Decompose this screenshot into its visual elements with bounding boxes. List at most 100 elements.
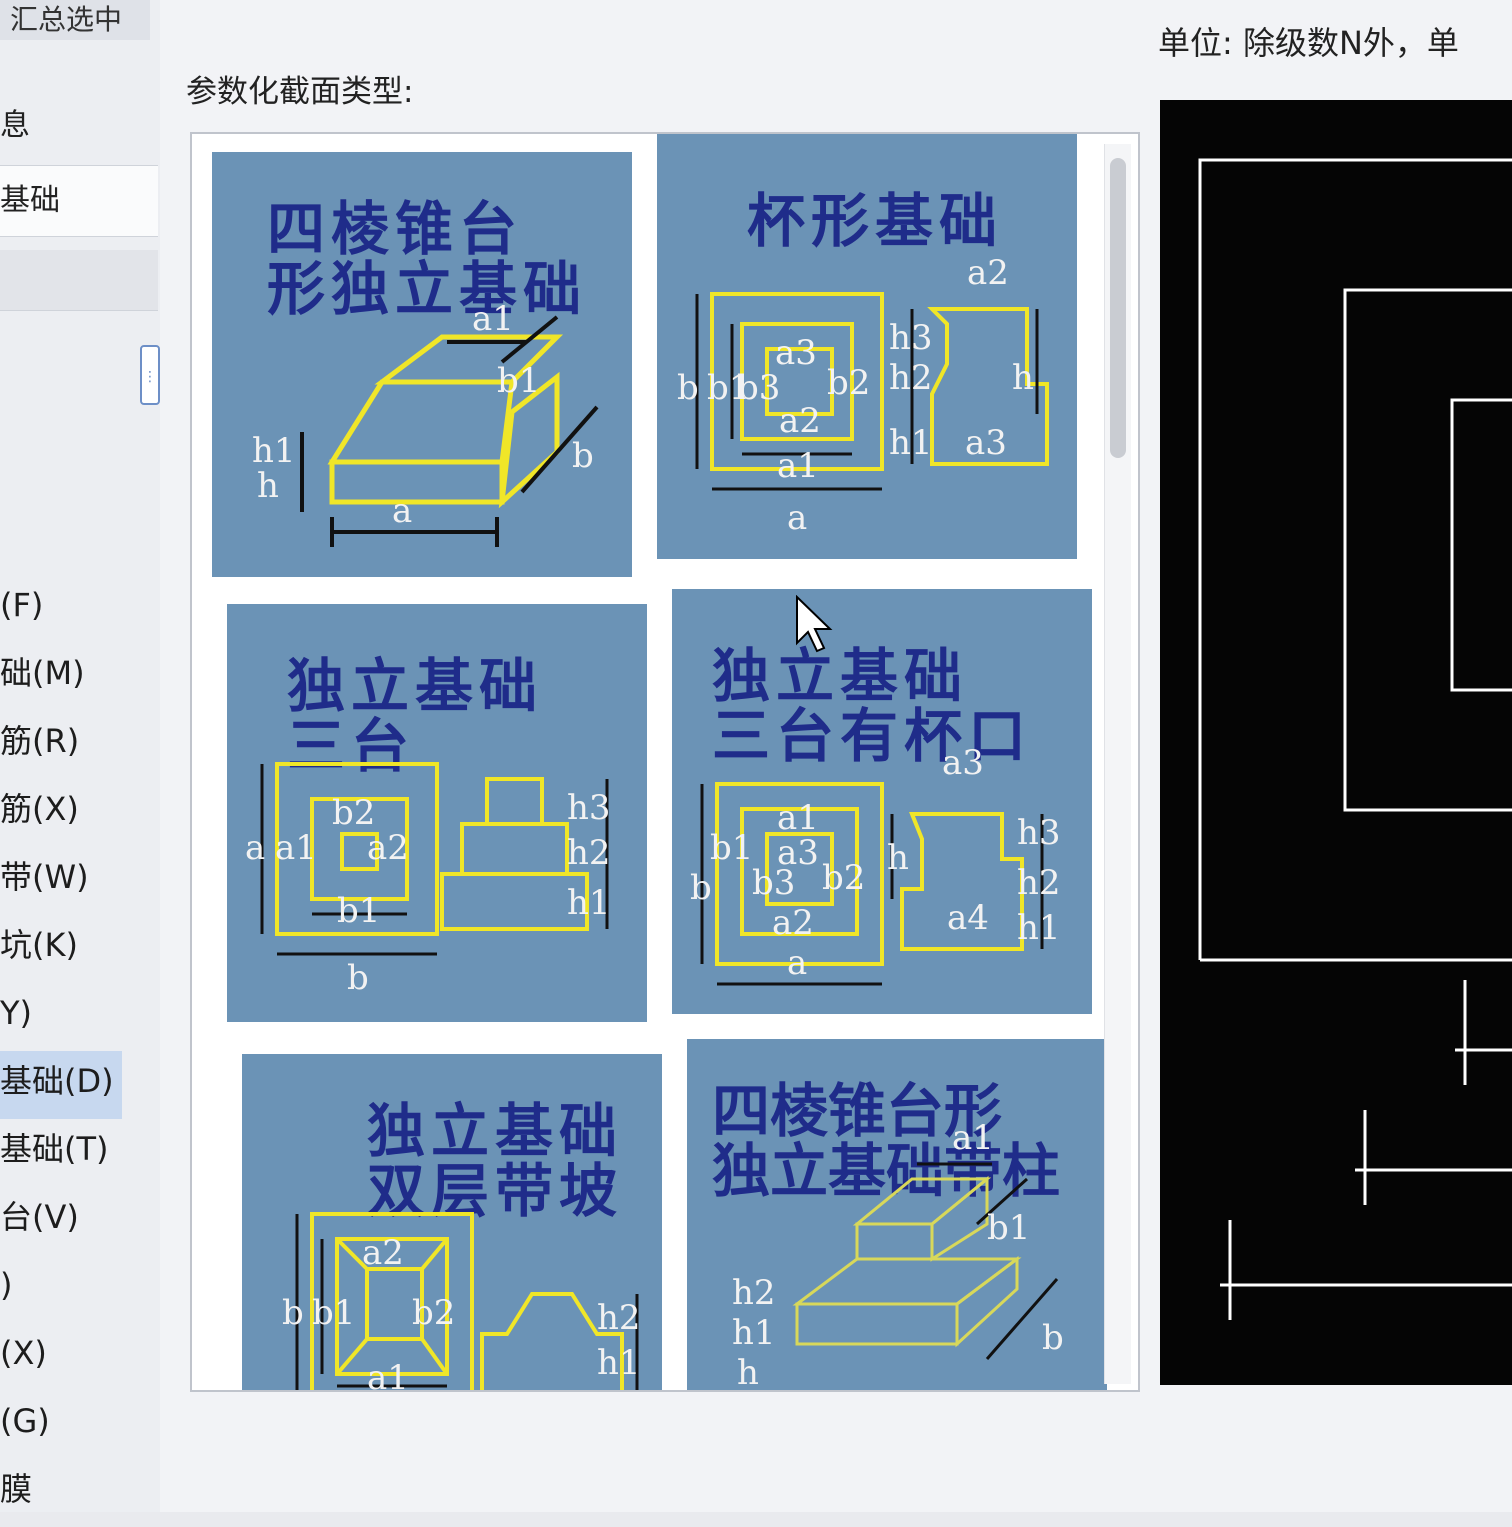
- menu-item[interactable]: (X): [0, 1334, 47, 1372]
- footing-diagram: a a1 b2 a2 b1 b h3 h2 h1: [245, 762, 611, 998]
- dim-label: a2: [772, 903, 814, 943]
- dim-label: h2: [732, 1273, 776, 1313]
- dim-label: b: [1042, 1318, 1064, 1358]
- tile-three-step-cup-footing[interactable]: 独立基础 三台有杯口 a3 a1 b1 a3: [672, 589, 1092, 1014]
- dim-label: b1: [312, 1293, 355, 1333]
- dim-label: a3: [942, 743, 984, 783]
- dim-label: b1: [707, 368, 750, 408]
- left-sidebar: 汇总选中 息 基础 ⋮ (F) 础(M) 筋(R) 筋(X) 带(W) 坑(K)…: [0, 0, 161, 1512]
- tile-title-line1: 独立基础: [287, 652, 544, 720]
- menu-item[interactable]: (G): [0, 1402, 50, 1440]
- dim-label: h3: [889, 318, 933, 358]
- dim-label: h: [887, 838, 909, 878]
- dim-label: b1: [987, 1208, 1030, 1248]
- tile-title-line1: 四棱锥台: [267, 195, 524, 263]
- dim-label: h1: [889, 423, 933, 463]
- dim-label: h2: [567, 833, 611, 873]
- tile-title-line1: 四棱锥台形: [712, 1077, 1003, 1145]
- dim-label: h1: [1017, 908, 1061, 948]
- tile-pyramid-isolated-footing[interactable]: 四棱锥台 形独立基础 a1: [212, 152, 632, 577]
- dim-label: b: [572, 436, 594, 476]
- tile-title-line2: 形独立基础: [267, 255, 588, 323]
- dim-label: b2: [412, 1293, 455, 1333]
- dim-label: a: [787, 498, 807, 538]
- tile-title-line2: 三台有杯口: [712, 702, 1033, 770]
- tile-title-line2: 独立基础带柱: [712, 1137, 1061, 1205]
- dim-label: h: [1012, 358, 1034, 398]
- dim-label: h2: [889, 358, 933, 398]
- section-type-label: 参数化截面类型:: [186, 74, 414, 110]
- section-dialog: 参数化截面类型: 单位: 除级数N外，单 四棱锥台 形独立基础: [160, 0, 1512, 1512]
- component-menu: (F) 础(M) 筋(R) 筋(X) 带(W) 坑(K) Y) 基础(D) 基础…: [0, 575, 160, 1527]
- dim-label: b2: [827, 363, 870, 403]
- dim-label: b1: [497, 361, 540, 401]
- dim-label: a2: [367, 828, 409, 868]
- dim-label: b3: [752, 863, 795, 903]
- sidebar-row-info[interactable]: 息: [0, 108, 30, 143]
- unit-label: 单位: 除级数N外，单: [1158, 24, 1459, 62]
- footing-diagram: a1 b1 h2 h1 h b: [732, 1118, 1064, 1392]
- dim-label: a3: [775, 333, 817, 373]
- dim-label: a2: [362, 1233, 404, 1273]
- sidebar-title: 汇总选中: [0, 0, 150, 40]
- dim-label: b1: [337, 891, 380, 931]
- dim-label: a1: [275, 828, 317, 868]
- menu-item[interactable]: Y): [0, 994, 33, 1032]
- tile-title-line1: 杯形基础: [747, 187, 1004, 255]
- dim-label: a2: [779, 401, 821, 441]
- mouse-cursor-icon: [796, 595, 833, 653]
- tile-three-step-footing[interactable]: 独立基础 三台 a a1 b2: [227, 604, 647, 1022]
- list-scrollbar[interactable]: [1104, 144, 1131, 1384]
- dim-label: a: [392, 491, 412, 531]
- dim-label: a: [245, 828, 265, 868]
- dim-label: b1: [710, 828, 753, 868]
- dim-label: a1: [367, 1358, 409, 1392]
- menu-item-selected[interactable]: 基础(D): [0, 1051, 122, 1119]
- dim-label: a: [787, 943, 807, 983]
- dim-label: b2: [822, 858, 865, 898]
- dim-label: h1: [597, 1343, 641, 1383]
- tile-title-line1: 独立基础: [712, 642, 969, 710]
- menu-item[interactable]: 膜: [0, 1470, 33, 1508]
- dim-label: h3: [567, 788, 611, 828]
- dim-label: h3: [1017, 813, 1061, 853]
- dim-label: h: [257, 466, 279, 506]
- sidebar-divider: [0, 250, 158, 311]
- dim-label: a1: [777, 446, 819, 486]
- menu-item[interactable]: (F): [0, 586, 44, 624]
- menu-item[interactable]: 筋(R): [0, 722, 80, 760]
- dim-label: b: [677, 368, 699, 408]
- sidebar-row-foundation[interactable]: 基础: [0, 165, 158, 237]
- scrollbar-thumb[interactable]: [1110, 158, 1126, 458]
- menu-item[interactable]: 筋(X): [0, 790, 79, 828]
- footing-diagram: a3 a1 b1 a3 b b3 b2 a2 a h a4 h3 h2 h1: [690, 743, 1061, 986]
- preview-drawing: [1198, 158, 1512, 1320]
- dim-label: h2: [1017, 863, 1061, 903]
- section-preview-canvas: [1160, 100, 1512, 1385]
- dim-label: h: [737, 1353, 759, 1392]
- dim-label: b: [690, 868, 712, 908]
- dim-label: a1: [777, 798, 819, 838]
- footing-diagram: a2 b b1 b2 a1 h2 h1: [282, 1212, 641, 1392]
- dim-label: a3: [777, 833, 819, 873]
- tile-title-line1: 独立基础: [367, 1097, 624, 1165]
- section-type-list[interactable]: 四棱锥台 形独立基础 a1: [190, 132, 1140, 1392]
- tile-two-layer-sloped-footing[interactable]: 独立基础 双层带坡 a: [242, 1054, 662, 1392]
- tile-cup-footing[interactable]: 杯形基础 a2 a3 b: [657, 134, 1077, 559]
- dim-label: h1: [567, 883, 611, 923]
- dim-label: b2: [332, 793, 375, 833]
- menu-item[interactable]: 台(V): [0, 1198, 79, 1236]
- tile-pyramid-footing-with-column[interactable]: 四棱锥台形 独立基础带柱 a1 b1 h2: [687, 1039, 1107, 1392]
- footing-diagram: a1 b1 h1 h a b: [252, 299, 599, 547]
- menu-item[interactable]: ): [0, 1266, 13, 1304]
- menu-item[interactable]: 坑(K): [0, 926, 78, 964]
- tile-title-line2: 三台: [287, 712, 416, 780]
- menu-item[interactable]: 础(M): [0, 654, 85, 692]
- dim-label: b: [282, 1293, 304, 1333]
- sidebar-small-button[interactable]: ⋮: [140, 345, 160, 405]
- menu-item[interactable]: 基础(T): [0, 1130, 109, 1168]
- dim-label: a3: [965, 423, 1007, 463]
- dim-label: a1: [472, 299, 514, 339]
- dim-label: h1: [732, 1313, 776, 1353]
- menu-item[interactable]: 带(W): [0, 858, 89, 896]
